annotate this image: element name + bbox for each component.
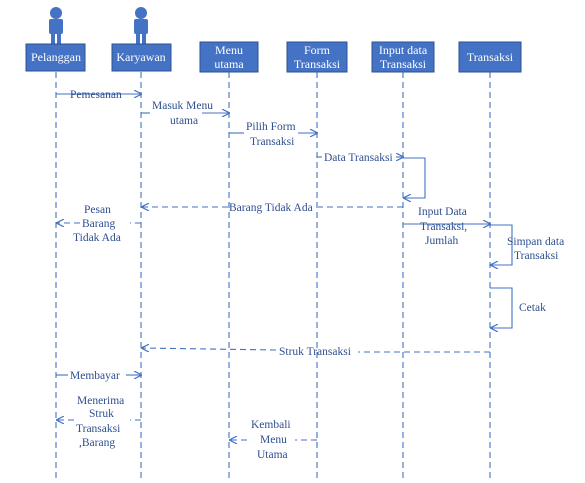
- message-label-line-2: utama: [170, 115, 198, 127]
- message-label-line-2: Transaksi: [250, 136, 294, 148]
- object-menu-utama: Menu utama: [199, 41, 259, 73]
- message-label-line-2: Barang: [82, 218, 115, 230]
- message-label: Data Transaksi: [324, 152, 393, 164]
- object-input-data-transaksi: Input data Transaksi: [371, 41, 435, 73]
- message-struk-transaksi: Struk Transaksi: [142, 346, 490, 358]
- message-masuk-menu: Masuk Menu utama: [141, 100, 229, 127]
- message-label-line-2: Struk: [89, 408, 114, 420]
- message-label-line-1: Pilih Form: [246, 121, 296, 133]
- message-label-line-2: Menu: [260, 434, 287, 446]
- self-message-input-data: [403, 157, 426, 198]
- message-label: Struk Transaksi: [279, 346, 351, 358]
- message-barang-tidak-ada: Barang Tidak Ada: [142, 202, 403, 214]
- message-kembali: Kembali Menu Utama: [230, 419, 317, 461]
- message-label-line-1: Kembali: [251, 419, 291, 431]
- message-data-transaksi: Data Transaksi: [317, 152, 403, 164]
- message-pemesanan-label: Pemesanan: [70, 89, 122, 101]
- message-label: Cetak: [519, 302, 546, 314]
- message-pilih-form: Pilih Form Transaksi: [229, 121, 317, 148]
- message-membayar: Membayar: [56, 370, 141, 382]
- message-pesan-barang: Pesan Barang Tidak Ada: [57, 204, 141, 244]
- message-label-line-1: Pesan: [84, 204, 111, 216]
- actor-label: Pelanggan: [31, 50, 81, 64]
- message-label-line-1: Simpan data: [507, 236, 564, 248]
- object-form-transaksi: Form Transaksi: [286, 41, 348, 73]
- actor-label: Karyawan: [116, 50, 165, 64]
- message-menerima: Menerima Struk Transaksi ,Barang: [57, 395, 141, 449]
- message-label-line-3: Utama: [257, 449, 288, 461]
- message-label-line-1: Masuk Menu: [152, 100, 213, 112]
- message-label-line-3: Tidak Ada: [73, 232, 121, 244]
- object-label-line-2: Transaksi: [294, 57, 341, 71]
- message-label-line-3: Jumlah: [425, 235, 458, 247]
- person-icon: [134, 7, 148, 45]
- person-icon: [49, 7, 63, 45]
- message-label-line-3: Transaksi: [76, 423, 120, 435]
- message-label-line-4: ,Barang: [79, 437, 115, 449]
- object-label-line-2: Transaksi: [380, 57, 427, 71]
- message-label-line-1: Input Data: [418, 206, 467, 218]
- message-input-data: Input Data Transaksi, Jumlah: [403, 206, 490, 247]
- object-label-line-1: Menu: [215, 43, 243, 57]
- message-label: Membayar: [70, 370, 120, 382]
- object-label-line-1: Form: [304, 43, 331, 57]
- object-transaksi: Transaksi: [458, 41, 522, 73]
- object-label-line-2: utama: [214, 57, 244, 71]
- self-message-cetak: Cetak: [490, 287, 546, 328]
- message-label: Barang Tidak Ada: [229, 202, 313, 214]
- self-message-simpan-data: Simpan data Transaksi: [490, 224, 564, 265]
- message-label-line-1: Menerima: [77, 395, 124, 407]
- object-label-line-1: Input data: [379, 43, 428, 57]
- message-label-line-2: Transaksi: [514, 250, 558, 262]
- object-label: Transaksi: [467, 50, 514, 64]
- actor-pelanggan: Pelanggan: [25, 7, 86, 72]
- actor-karyawan: Karyawan: [111, 7, 172, 72]
- message-label-line-2: Transaksi,: [420, 221, 467, 233]
